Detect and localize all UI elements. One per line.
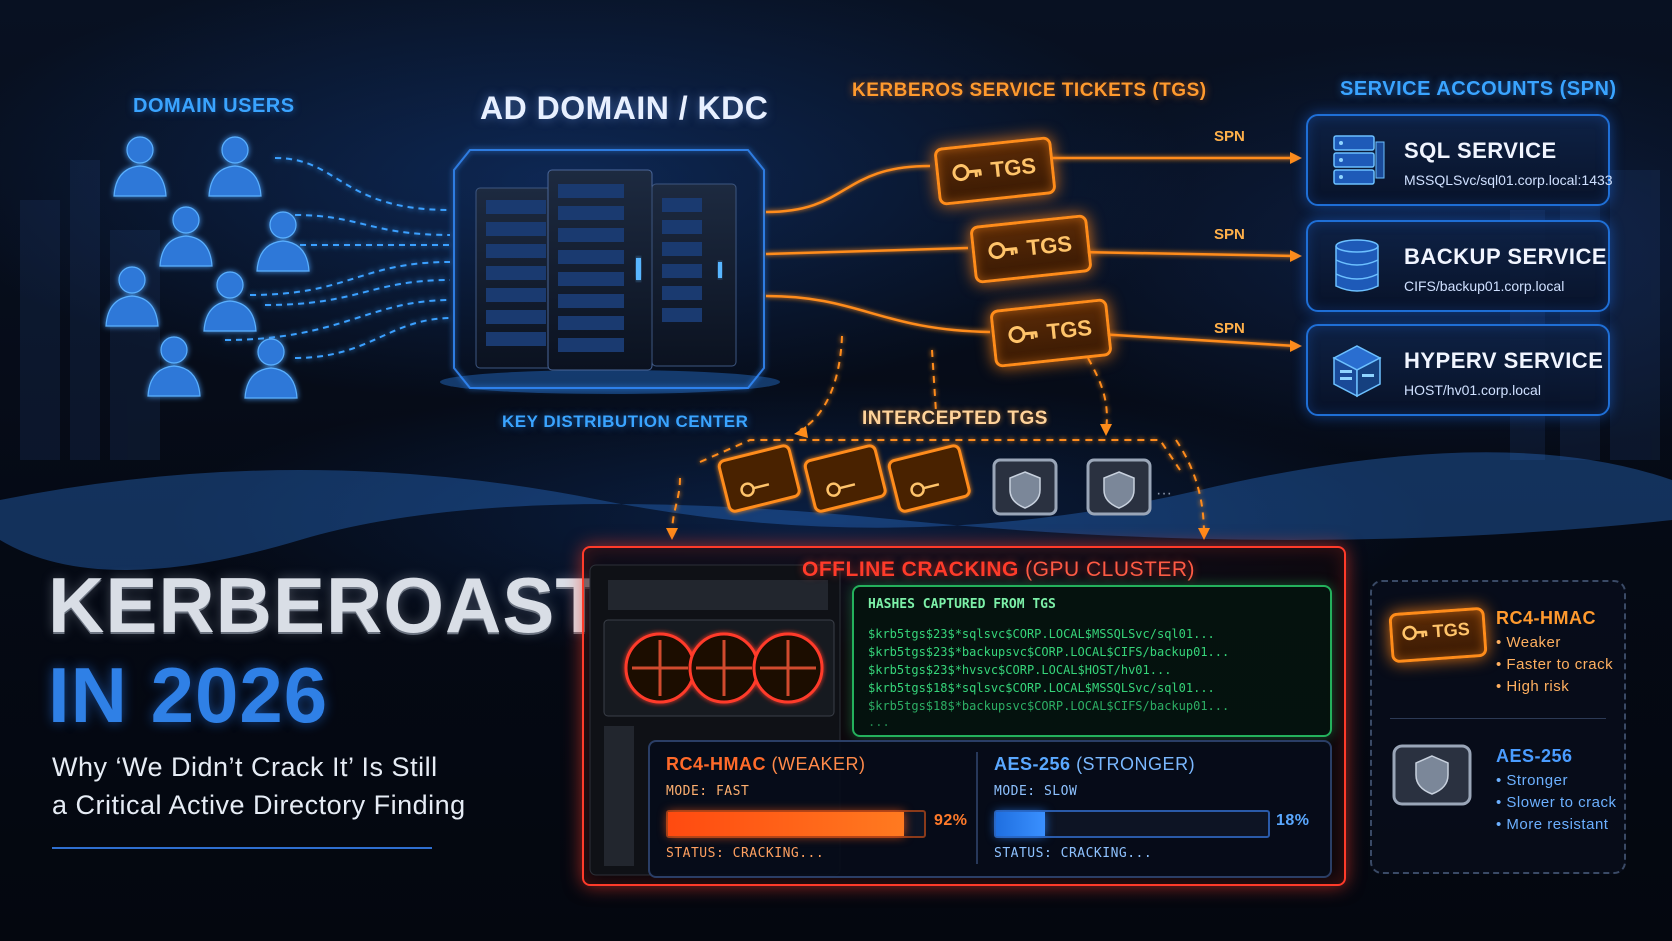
hash-line: $krb5tgs$18$*sqlsvc$CORP.LOCAL$MSSQLSvc/… bbox=[868, 681, 1215, 695]
legend-aes-point: • Slower to crack bbox=[1496, 794, 1617, 811]
legend-aes-point: • More resistant bbox=[1496, 816, 1609, 833]
tgs-label: TGS bbox=[1432, 618, 1471, 642]
rc4-status: STATUS: CRACKING... bbox=[666, 846, 825, 861]
aes-mode: MODE: SLOW bbox=[994, 784, 1078, 799]
intercepted-tgs-ticket bbox=[717, 444, 801, 513]
shield-ticket-icon bbox=[1392, 744, 1472, 806]
rc4-progress-bar bbox=[666, 810, 926, 838]
aes-progress-fill bbox=[996, 812, 1045, 836]
intercepted-heading: INTERCEPTED TGS bbox=[862, 408, 1048, 429]
cracking-title-main: OFFLINE CRACKING bbox=[802, 558, 1019, 581]
key-icon bbox=[952, 164, 982, 182]
service-title: BACKUP SERVICE bbox=[1404, 244, 1608, 269]
user-icon bbox=[244, 338, 298, 399]
tgs-ticket: TGS bbox=[933, 135, 1057, 207]
svg-text:···: ··· bbox=[1156, 485, 1172, 502]
rc4-mode: MODE: FAST bbox=[666, 784, 750, 799]
tgs-ticket: TGS bbox=[969, 213, 1093, 285]
domain-users-heading: DOMAIN USERS bbox=[133, 95, 295, 117]
service-title: SQL SERVICE bbox=[1404, 138, 1557, 163]
legend-aes-point: • Stronger bbox=[1496, 772, 1568, 789]
cracking-title-paren: (GPU CLUSTER) bbox=[1025, 558, 1196, 581]
tickets-heading: KERBEROS SERVICE TICKETS (TGS) bbox=[852, 80, 1207, 101]
legend-rc4-point: • Weaker bbox=[1496, 634, 1561, 651]
aes-heading: AES-256 (STRONGER) bbox=[994, 754, 1195, 775]
main-title-line2: IN 2026 bbox=[48, 651, 329, 739]
kdc-title: AD DOMAIN / KDC bbox=[480, 90, 769, 126]
service-spn: MSSQLSvc/sql01.corp.local:1433 bbox=[1404, 172, 1613, 188]
database-icon bbox=[1335, 239, 1379, 292]
cracking-title: OFFLINE CRACKING (GPU CLUSTER) bbox=[802, 558, 1195, 582]
service-spn: HOST/hv01.corp.local bbox=[1404, 382, 1541, 398]
user-icon bbox=[105, 266, 159, 327]
hypervisor-cube-icon bbox=[1332, 345, 1382, 398]
legend-rc4-point: • Faster to crack bbox=[1496, 656, 1614, 673]
legend-rc4-title: RC4-HMAC bbox=[1496, 608, 1596, 628]
subtitle-line1: Why ‘We Didn’t Crack It’ Is Still bbox=[52, 752, 438, 782]
rc4-progress-fill bbox=[668, 812, 904, 836]
tgs-ticket: TGS bbox=[989, 297, 1113, 369]
service-card-sql: SQL SERVICE MSSQLSvc/sql01.corp.local:14… bbox=[1306, 114, 1613, 206]
rc4-name: RC4-HMAC bbox=[666, 754, 766, 774]
rc4-heading: RC4-HMAC (WEAKER) bbox=[666, 754, 866, 775]
key-icon bbox=[988, 242, 1018, 260]
hashes-heading: HASHES CAPTURED FROM TGS bbox=[868, 597, 1056, 612]
service-title: HYPERV SERVICE bbox=[1404, 348, 1604, 373]
intercepted-tgs-ticket bbox=[887, 444, 971, 513]
user-icon bbox=[203, 271, 257, 332]
kdc-caption: KEY DISTRIBUTION CENTER bbox=[502, 412, 749, 431]
encryption-legend: TGS RC4-HMAC • Weaker • Faster to crack … bbox=[1370, 580, 1626, 874]
aes-status: STATUS: CRACKING... bbox=[994, 846, 1153, 861]
legend-divider bbox=[1390, 718, 1606, 719]
user-icon bbox=[159, 206, 213, 267]
service-accounts-heading: SERVICE ACCOUNTS (SPN) bbox=[1340, 78, 1617, 100]
hash-line: $krb5tgs$23$*sqlsvc$CORP.LOCAL$MSSQLSvc/… bbox=[868, 627, 1215, 641]
rc4-paren: (WEAKER) bbox=[771, 754, 866, 774]
aes-progress-bar bbox=[994, 810, 1270, 838]
hash-line: $krb5tgs$23$*backupsvc$CORP.LOCAL$CIFS/b… bbox=[868, 645, 1230, 659]
hashes-box: HASHES CAPTURED FROM TGS $krb5tgs$23$*sq… bbox=[852, 585, 1332, 737]
divider bbox=[976, 752, 978, 864]
aes-progress-label: 18% bbox=[1276, 812, 1310, 829]
legend-aes-title: AES-256 bbox=[1496, 746, 1573, 766]
hash-line: ... bbox=[868, 715, 890, 729]
user-icon bbox=[147, 336, 201, 397]
service-card-hyperv: HYPERV SERVICE HOST/hv01.corp.local bbox=[1306, 324, 1610, 416]
spn-label: SPN bbox=[1214, 320, 1245, 337]
key-icon bbox=[1402, 625, 1428, 641]
service-card-backup: BACKUP SERVICE CIFS/backup01.corp.local bbox=[1306, 220, 1610, 312]
hash-line: $krb5tgs$23$*hvsvc$CORP.LOCAL$HOST/hv01.… bbox=[868, 663, 1172, 677]
legend-rc4-point: • High risk bbox=[1496, 678, 1570, 695]
user-icon bbox=[256, 211, 310, 272]
rc4-progress-label: 92% bbox=[934, 812, 968, 829]
intercepted-tgs-ticket bbox=[803, 444, 887, 513]
service-spn: CIFS/backup01.corp.local bbox=[1404, 278, 1565, 294]
aes-name: AES-256 bbox=[994, 754, 1071, 774]
server-rack-icon bbox=[1333, 135, 1385, 185]
spn-label: SPN bbox=[1214, 226, 1245, 243]
key-icon bbox=[1008, 326, 1038, 344]
user-icon bbox=[208, 136, 262, 197]
legend-tgs-ticket: TGS bbox=[1388, 606, 1488, 664]
user-icon bbox=[113, 136, 167, 197]
hash-line: $krb5tgs$18$*backupsvc$CORP.LOCAL$CIFS/b… bbox=[868, 699, 1230, 713]
spn-label: SPN bbox=[1214, 128, 1245, 145]
aes-paren: (STRONGER) bbox=[1076, 754, 1196, 774]
cracking-progress-box: RC4-HMAC (WEAKER) MODE: FAST 92% STATUS:… bbox=[648, 740, 1332, 878]
subtitle-line2: a Critical Active Directory Finding bbox=[52, 790, 466, 820]
